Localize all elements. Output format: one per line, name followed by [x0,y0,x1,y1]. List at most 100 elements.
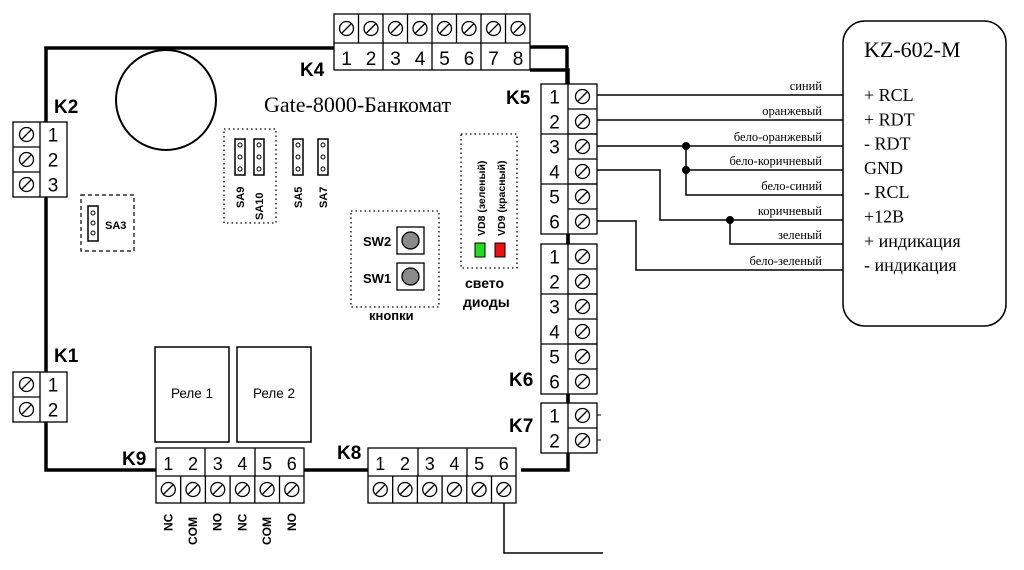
k9-pin-function-4: NC [235,513,249,531]
junction-dot [726,216,734,224]
k4-pin-7: 7 [488,49,499,70]
sa10-label: SA10 [254,192,266,220]
device-terminal-6: +12В [864,207,904,227]
k5-pin-6: 6 [549,213,560,234]
jumper-sa5[interactable]: SA5 [292,138,305,208]
jumper-sa10[interactable]: SA10 [253,138,266,220]
device-terminal-2: + RDT [864,109,915,129]
wire-label-2: оранжевый [762,104,822,118]
buttons-group-label: кнопки [369,308,414,323]
relay-1: Реле 1 [154,346,230,443]
jumper-sa9[interactable]: SA9 [234,138,247,208]
device-terminal-3: - RDT [864,134,911,154]
k7-pin-2: 2 [549,432,560,453]
k7-pin-1: 1 [549,407,560,428]
k7-label: K7 [509,416,533,437]
k2-pin-2: 2 [48,151,59,172]
wire-label-3: бело-оранжевый [734,130,822,144]
buzzer [115,49,217,151]
k8-pin6-wire [503,503,603,554]
wire-white-blue [685,146,843,196]
device-terminal-4: GND [864,158,903,178]
connector-k1: 1 2 K1 [12,346,79,423]
k4-pin-3: 3 [390,49,401,70]
k9-pin-6: 6 [287,454,297,474]
led-vd9-red [494,242,506,258]
wire-label-1: синий [790,79,823,93]
k8-pin-6: 6 [499,454,509,474]
k6-pin-5: 5 [549,348,560,369]
sw2-label: SW2 [363,234,391,249]
k5-label: K5 [506,88,531,109]
sa9-label: SA9 [235,187,247,208]
device-terminal-8: - индикация [864,255,957,275]
k6-pin-1: 1 [549,248,560,269]
k2-label: K2 [54,97,78,118]
k9-pin-2: 2 [188,454,198,474]
relay-2-label: Реле 2 [253,386,295,401]
k6-pin-2: 2 [549,273,560,294]
vd8-label: VD8 (зеленый) [476,161,488,236]
button-sw1[interactable] [396,262,425,291]
k8-pin-1: 1 [375,454,385,474]
wire-white-green [597,220,843,271]
k9-label: K9 [122,449,146,470]
wire-label-4: бело-коричневый [729,154,822,168]
buttons-group: SW2 SW1 кнопки [350,210,440,323]
connector-k2: 123 K2 [12,97,78,198]
wire-brown [597,169,843,221]
k8-pin-3: 3 [425,454,435,474]
k4-pin-1: 1 [341,49,352,70]
wire-label-5: бело-синий [761,179,822,193]
wire-label-7: зеленый [778,228,822,242]
leds-group-label-2: диоды [463,294,510,310]
wire-label-8: бело-зеленый [750,254,823,268]
k4-pin-6: 6 [464,49,475,70]
connector-k7: 1 2 K7 [509,402,598,454]
k6-label: K6 [509,370,533,391]
device-terminal-7: + индикация [864,231,961,251]
wire-green [729,220,843,245]
wire-label-6: коричневый [758,204,822,218]
jumper-group-frame [223,128,277,224]
k9-pin-4: 4 [237,454,247,474]
k1-pin-2: 2 [48,401,59,422]
sa3-label: SA3 [105,220,126,232]
k1-label: K1 [54,346,79,367]
k4-pin-2: 2 [366,49,377,70]
vd9-label: VD9 (красный) [496,161,508,236]
k2-pin-1: 1 [48,126,59,147]
k5-pin-3: 3 [549,138,560,159]
k6-pin-6: 6 [549,373,560,394]
device-terminal-1: + RCL [864,85,914,105]
leds-group-label-1: свето [465,275,504,291]
sa5-label: SA5 [293,187,305,208]
led-vd8-green [474,242,486,258]
k5-pin-5: 5 [549,188,560,209]
k5-pin-4: 4 [549,163,560,184]
k9-pin-5: 5 [262,454,272,474]
jumper-sa3: SA3 [80,194,135,252]
button-sw2[interactable] [396,226,425,255]
k9-pin-function-3: NO [211,513,225,531]
k9-pin-1: 1 [163,454,173,474]
k1-pin-1: 1 [48,376,59,397]
sw1-label: SW1 [363,271,391,286]
leds-group: VD8 (зеленый) VD9 (красный) свето диоды [460,133,518,310]
k9-pin-function-6: NO [285,513,299,531]
k4-label: K4 [300,60,325,81]
k6-pin-4: 4 [549,323,560,344]
jumper-sa7[interactable]: SA7 [317,138,330,208]
relay-2: Реле 2 [236,346,312,443]
k5-pin-2: 2 [549,113,560,134]
k4-pin-8: 8 [513,49,524,70]
k4-pin-4: 4 [415,49,426,70]
k8-pin-5: 5 [474,454,484,474]
k9-pin-function-2: COM [186,517,200,545]
